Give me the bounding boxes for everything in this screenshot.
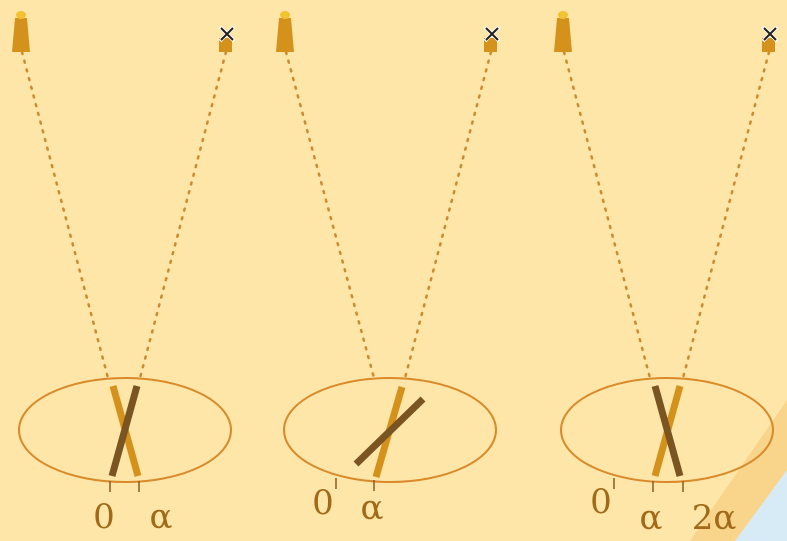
plate-ellipse	[560, 377, 774, 483]
tick-label-alpha: α	[640, 498, 663, 538]
tick-label-0: 0	[312, 483, 334, 523]
observer-icon	[761, 25, 779, 52]
light-ray-left	[284, 50, 376, 380]
lamp-icon	[554, 11, 572, 52]
corner-sky	[735, 470, 787, 541]
observer-icon	[218, 25, 236, 52]
rod-dark	[353, 396, 426, 467]
tick-label-0: 0	[93, 497, 115, 537]
light-ray-left	[562, 50, 652, 380]
panel-2: 0 α	[276, 11, 501, 528]
panel-1: 0 α	[12, 11, 236, 537]
light-ray-right	[403, 50, 493, 380]
tick-label-0: 0	[590, 482, 612, 522]
light-ray-left	[20, 50, 110, 380]
tick-label-2alpha: 2α	[692, 498, 737, 538]
panel-3: 0 α 2α	[554, 11, 779, 538]
tick-label-alpha: α	[150, 497, 173, 537]
light-ray-right	[138, 50, 228, 380]
rod-dark	[651, 385, 684, 477]
observer-icon	[483, 25, 501, 52]
lamp-icon	[276, 11, 294, 52]
lamp-icon	[12, 11, 30, 52]
rod-dark	[108, 385, 141, 477]
plate-ellipse	[283, 377, 497, 483]
tick-label-alpha: α	[361, 488, 384, 528]
light-ray-right	[681, 50, 771, 380]
plate-ellipse	[18, 377, 232, 483]
